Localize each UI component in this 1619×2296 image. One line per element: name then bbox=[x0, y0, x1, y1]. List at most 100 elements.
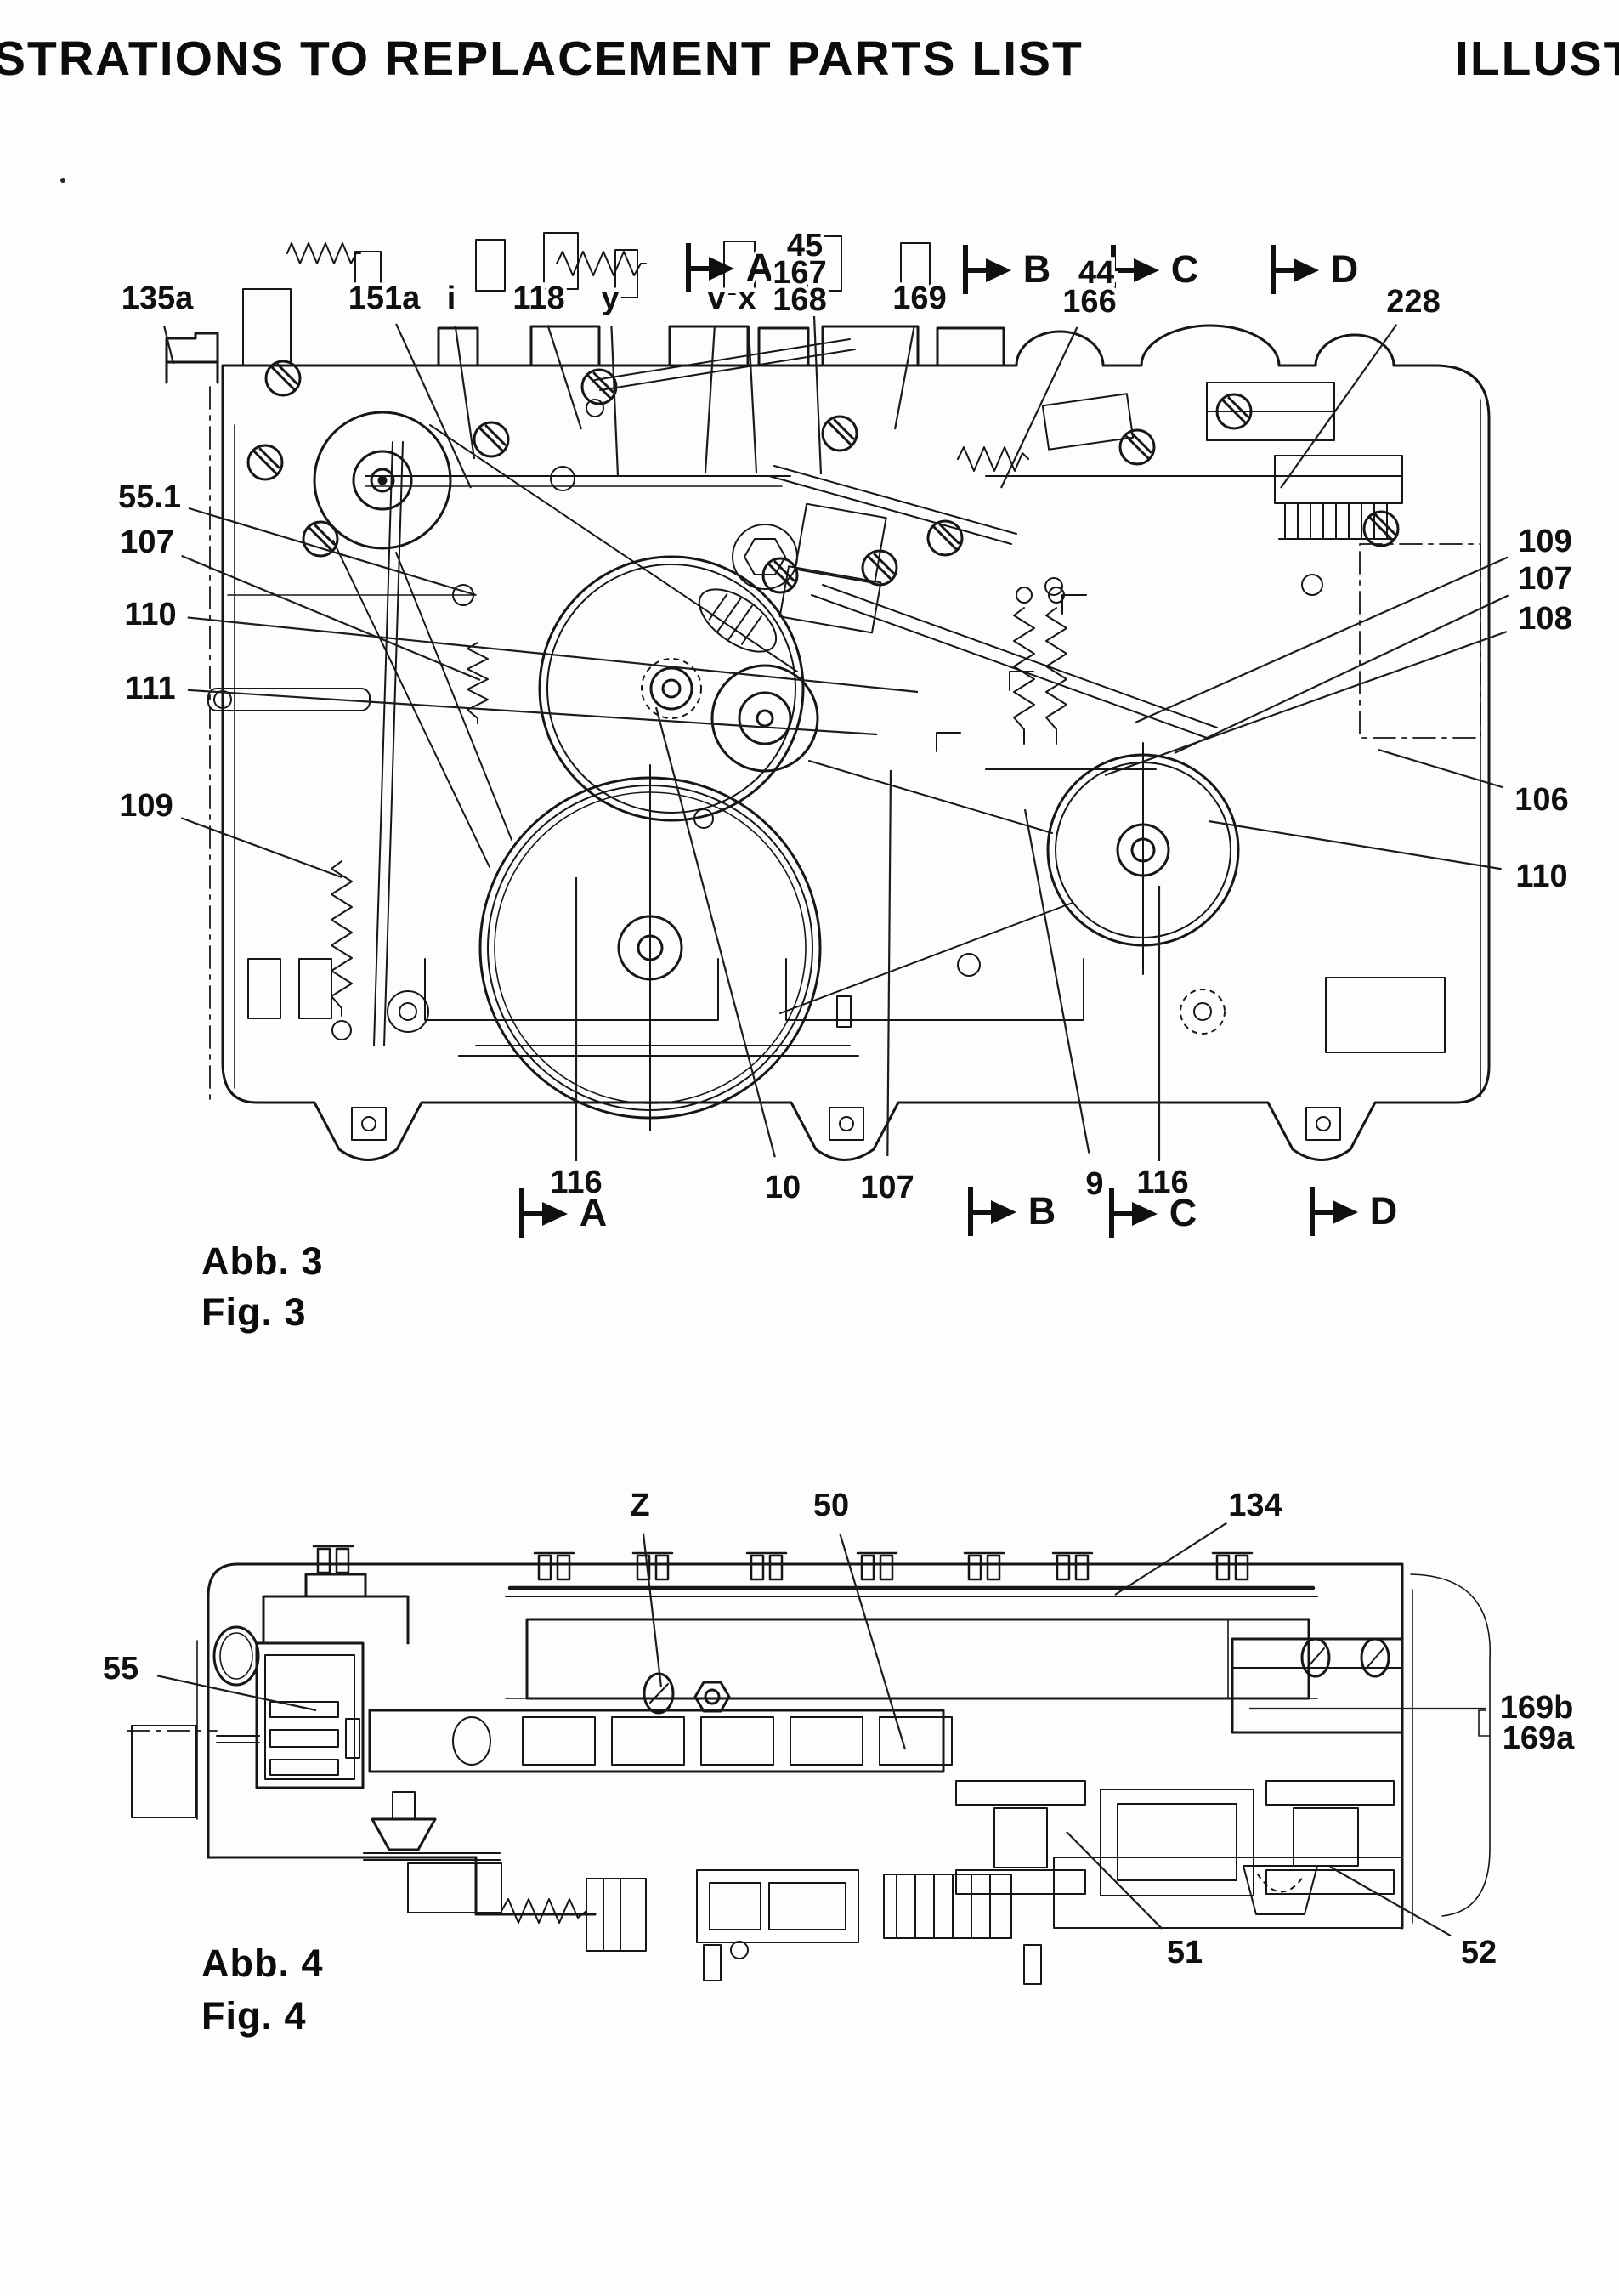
leader-line bbox=[1329, 1866, 1452, 1937]
section-letter: C bbox=[1169, 1191, 1197, 1234]
part-label: x bbox=[738, 281, 756, 316]
fig4-leader-lines bbox=[156, 1522, 1486, 1937]
leader-line bbox=[893, 326, 915, 430]
bracket-135a bbox=[165, 332, 219, 384]
leader-line bbox=[654, 706, 776, 1158]
drive-pulley bbox=[313, 411, 452, 550]
main-board-band bbox=[505, 1618, 1318, 1715]
section-marker-arrowhead-icon bbox=[991, 1200, 1016, 1224]
body-outline bbox=[127, 1562, 1491, 1930]
part-label: 166 bbox=[1062, 284, 1116, 320]
section-letter: B bbox=[1028, 1189, 1056, 1233]
part-label: 55 bbox=[103, 1651, 139, 1687]
leader-line bbox=[642, 1533, 663, 1688]
part-label: 116 bbox=[1136, 1165, 1188, 1200]
fig4-drawing bbox=[127, 1545, 1491, 1985]
part-label: 108 bbox=[1518, 601, 1571, 637]
part-label: 111 bbox=[125, 671, 175, 706]
slider-rail bbox=[368, 1709, 953, 1773]
part-label: 151a bbox=[348, 281, 421, 316]
part-label: 107 bbox=[860, 1170, 914, 1205]
section-marker-arrowhead-icon bbox=[709, 257, 734, 281]
part-label: 169 bbox=[892, 281, 946, 316]
part-label: Z bbox=[630, 1488, 649, 1523]
part-label: 107 bbox=[120, 524, 173, 560]
part-label: 44 bbox=[1078, 255, 1114, 291]
drive-belts bbox=[332, 424, 1073, 1014]
part-label: 110 bbox=[124, 597, 176, 632]
section-letter: A bbox=[746, 246, 774, 289]
part-label: 107 bbox=[1518, 561, 1571, 597]
motor-assembly bbox=[131, 1573, 502, 1913]
part-label: 118 bbox=[512, 281, 564, 316]
leader-line bbox=[156, 1675, 317, 1712]
dashpot bbox=[698, 588, 778, 653]
leader-line bbox=[181, 554, 481, 682]
section-marker-arrowhead-icon bbox=[986, 258, 1011, 282]
leader-line bbox=[610, 326, 620, 477]
section-letter: B bbox=[1023, 247, 1051, 291]
section-marker-arrowhead-icon bbox=[1333, 1200, 1358, 1224]
leader-line bbox=[1000, 326, 1078, 489]
leader-line bbox=[187, 689, 878, 736]
leader-line bbox=[1023, 808, 1090, 1154]
hex-nut bbox=[744, 538, 786, 575]
wheels-and-pulleys bbox=[313, 411, 1240, 1131]
part-label: 109 bbox=[119, 788, 173, 824]
part-label: 167 bbox=[773, 255, 826, 291]
part-label: 45 bbox=[787, 228, 823, 264]
part-label: 169b bbox=[1500, 1690, 1574, 1726]
part-label: 109 bbox=[1518, 524, 1571, 559]
leader-line bbox=[188, 507, 477, 597]
part-label: 168 bbox=[773, 282, 826, 318]
lever-rod-111 bbox=[207, 688, 371, 711]
part-label: 9 bbox=[1085, 1166, 1103, 1202]
bottom-gear-cluster bbox=[501, 1865, 1318, 1985]
part-label: i bbox=[447, 281, 456, 316]
part-label: 55.1 bbox=[118, 479, 181, 515]
leader-line bbox=[1280, 324, 1398, 489]
page-title-right: ILLUST bbox=[1455, 31, 1619, 86]
page-title-left: STRATIONS TO REPLACEMENT PARTS LIST bbox=[0, 31, 1084, 86]
leader-line bbox=[546, 325, 583, 430]
funnel bbox=[371, 1817, 437, 1851]
leader-line bbox=[1208, 819, 1502, 870]
fig4-caption-abb: Abb. 4 bbox=[201, 1942, 324, 1985]
chassis-outline bbox=[165, 324, 1491, 1161]
leader-line bbox=[747, 326, 758, 473]
part-label: 52 bbox=[1461, 1935, 1497, 1970]
part-label: 169a bbox=[1503, 1721, 1575, 1756]
section-letter: D bbox=[1331, 247, 1359, 291]
section-marker-arrowhead-icon bbox=[1132, 1202, 1158, 1226]
section-marker-arrowhead-icon bbox=[542, 1202, 568, 1226]
leader-line bbox=[180, 817, 342, 879]
section-letter: C bbox=[1171, 247, 1199, 291]
part-label: 110 bbox=[1515, 859, 1567, 894]
part-label: 10 bbox=[765, 1170, 801, 1205]
part-label: 228 bbox=[1386, 284, 1440, 320]
section-letter: A bbox=[580, 1191, 608, 1234]
part-label: 51 bbox=[1167, 1935, 1203, 1970]
leader-line bbox=[1066, 1831, 1163, 1930]
part-label: 135a bbox=[122, 281, 194, 316]
leader-line bbox=[1174, 594, 1509, 754]
hex-screw bbox=[693, 1681, 731, 1713]
fig4-caption-fig: Fig. 4 bbox=[201, 1994, 307, 2038]
leader-line bbox=[162, 325, 175, 365]
leader-line bbox=[1114, 1522, 1227, 1596]
fig3-drawing bbox=[165, 232, 1491, 1161]
part-label: v bbox=[707, 281, 725, 316]
part-label: 106 bbox=[1514, 782, 1568, 818]
lower-flywheel bbox=[478, 764, 822, 1131]
springs bbox=[286, 242, 1067, 1040]
leader-line bbox=[704, 326, 716, 473]
upper-mechanism bbox=[227, 232, 1403, 977]
screw-z bbox=[643, 1672, 675, 1715]
spool-left bbox=[955, 1780, 1086, 1895]
fig3-caption-abb: Abb. 3 bbox=[201, 1239, 324, 1283]
leader-line bbox=[395, 323, 473, 489]
leader-line bbox=[1104, 631, 1508, 777]
